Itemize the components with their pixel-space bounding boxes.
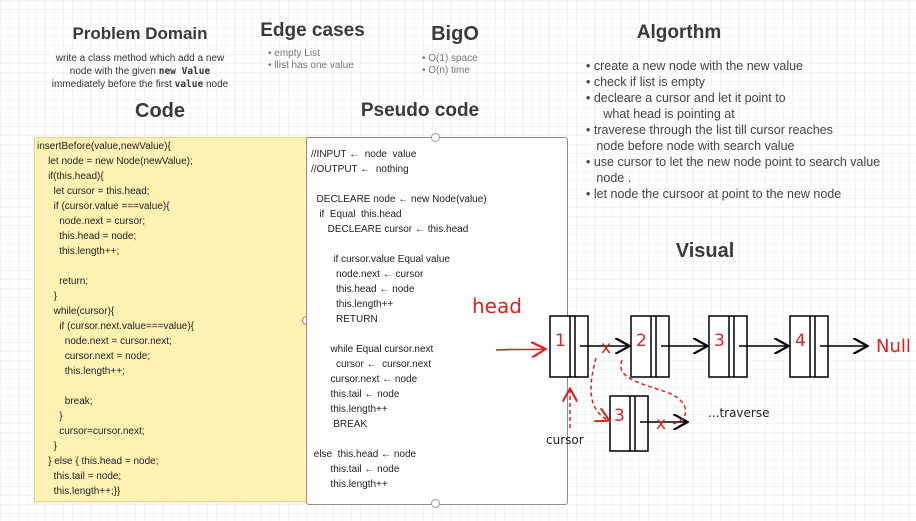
- pseudo-line: //INPUT ← node value: [311, 149, 417, 160]
- list-node-4: 4: [789, 315, 829, 378]
- code-line: let node = new Node(newValue);: [37, 156, 193, 167]
- head-arrow: [495, 349, 544, 350]
- pseudo-line: while Equal cursor.next: [311, 344, 434, 355]
- pseudo-line: DECLEARE node ← new Node(value): [311, 194, 487, 205]
- pseudo-line: this.head ← node: [311, 284, 415, 295]
- problem-domain-description: write a class method which add a new nod…: [30, 52, 250, 91]
- pseudo-line: //OUTPUT ← nothing: [311, 164, 409, 175]
- problem-domain-line: write a class method which add a new: [55, 53, 225, 64]
- code-line: node.next = cursor;: [37, 216, 146, 227]
- code-title: Code: [135, 100, 185, 122]
- algorithm-steps: • create a new node with the new value • …: [586, 58, 880, 202]
- code-line: cursor.next = node;: [37, 351, 151, 362]
- pseudo-code-title: Pseudo code: [360, 100, 480, 121]
- node-value: 3: [614, 406, 625, 426]
- code-line: this.length++;: [37, 246, 120, 257]
- node-value: 4: [795, 331, 806, 351]
- edge-cases-title: Edge cases: [260, 20, 365, 41]
- pseudo-line: RETURN: [311, 314, 378, 325]
- null-label: Null: [876, 336, 911, 357]
- pseudo-line: this.length++: [311, 299, 394, 310]
- code-line: }: [37, 291, 58, 302]
- pseudo-code-block: //INPUT ← node value //OUTPUT ← nothing D…: [311, 147, 487, 492]
- code-line: }: [37, 441, 58, 452]
- algorithm-step: • use cursor to let the new node point t…: [586, 155, 881, 169]
- bigo-item: • O(1) space: [422, 53, 478, 64]
- pseudo-code-box[interactable]: //INPUT ← node value //OUTPUT ← nothing D…: [306, 137, 568, 505]
- problem-domain-line: node with the given new Value: [69, 66, 211, 77]
- code-line: } else { this.head = node;: [37, 456, 159, 467]
- pseudo-line: this.length++: [311, 404, 388, 415]
- cursor-label: cursor: [546, 433, 584, 447]
- pseudo-line: BREAK: [311, 419, 368, 430]
- code-sticky-note[interactable]: insertBefore(value,newValue){ let node =…: [34, 137, 308, 502]
- edge-cases-list: • empty List • llist has one value: [268, 48, 354, 72]
- pseudo-line: if Equal this.head: [311, 209, 402, 220]
- code-line: insertBefore(value,newValue){: [37, 141, 171, 152]
- pseudo-line: if cursor.value Equal value: [311, 254, 450, 265]
- code-line: return;: [37, 276, 89, 287]
- insert-path: [590, 357, 608, 420]
- code-line: node.next = cursor.next;: [37, 336, 172, 347]
- new-value-token: new Value: [158, 66, 211, 77]
- pseudo-line: this.length++: [311, 479, 388, 490]
- new-node: 3: [609, 395, 649, 452]
- algorithm-step: node .: [586, 171, 632, 185]
- pseudo-line: DECLEARE cursor ← this.head: [311, 224, 469, 235]
- code-line: let cursor = this.head;: [37, 186, 150, 197]
- resize-handle[interactable]: [431, 499, 440, 508]
- pseudo-line: this.tail ← node: [311, 464, 400, 475]
- pseudo-line: cursor ← cursor.next: [311, 359, 432, 370]
- removed-link-mark: x: [601, 338, 611, 358]
- code-line: if (cursor.next.value===value){: [37, 321, 195, 332]
- code-line: this.length++;}}: [37, 486, 121, 497]
- algorithm-step: what head is pointing at: [586, 107, 735, 121]
- node-value: 1: [555, 331, 566, 351]
- code-line: break;: [37, 396, 93, 407]
- value-token: value: [174, 79, 204, 90]
- code-line: if(this.head){: [37, 171, 104, 182]
- new-node-link-mark: x: [656, 414, 666, 434]
- head-label: head: [472, 294, 522, 318]
- algorithm-title: Algorthm: [636, 22, 722, 43]
- node-value: 3: [714, 331, 725, 351]
- problem-domain-line: immediately before the first value node: [51, 79, 229, 90]
- algorithm-step: • decleare a cursor and let it point to: [586, 91, 786, 105]
- pseudo-line: this.tail ← node: [311, 389, 400, 400]
- resize-handle[interactable]: [431, 133, 440, 142]
- code-block: insertBefore(value,newValue){ let node =…: [37, 139, 194, 499]
- pseudo-line: else this.head ← node: [311, 449, 417, 460]
- code-line: this.length++;: [37, 366, 125, 377]
- code-line: this.head = node;: [37, 231, 137, 242]
- code-line: }: [37, 411, 63, 422]
- code-line: cursor=cursor.next;: [37, 426, 145, 437]
- pseudo-line: node.next ← cursor: [311, 269, 424, 280]
- edge-case-item: • llist has one value: [268, 60, 354, 71]
- code-line: if (cursor.value ===value){: [37, 201, 170, 212]
- bigo-list: • O(1) space • O(n) time: [422, 53, 478, 77]
- algorithm-step: • let node the cursoor at point to the n…: [586, 187, 842, 201]
- traverse-label: ...traverse: [708, 406, 770, 420]
- algorithm-step: • traverese through the list till cursor…: [586, 123, 833, 137]
- code-line: while(cursor){: [37, 306, 115, 317]
- bigo-title: BigO: [431, 23, 479, 45]
- algorithm-step: • check if list is empty: [586, 75, 705, 89]
- problem-domain-line: node with the given new Value: [30, 65, 250, 78]
- algorithm-step: • create a new node with the new value: [586, 59, 804, 73]
- code-line: this.tail = node;: [37, 471, 122, 482]
- node-value: 2: [636, 331, 647, 351]
- edge-case-item: • empty List: [268, 48, 320, 59]
- pseudo-line: cursor.next ← node: [311, 374, 418, 385]
- visual-title: Visual: [675, 240, 735, 262]
- bigo-item: • O(n) time: [422, 65, 470, 76]
- problem-domain-title: Problem Domain: [72, 24, 208, 43]
- algorithm-step: node before node with search value: [586, 139, 795, 153]
